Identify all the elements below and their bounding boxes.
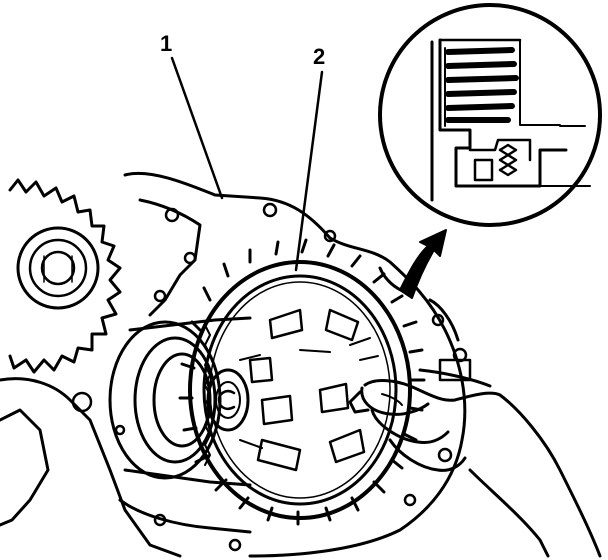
- clutch-drum: [108, 316, 252, 487]
- center-hub: [206, 354, 263, 449]
- callout-leaders: [170, 56, 324, 272]
- callout-1: 1: [160, 31, 173, 56]
- transmission-case: [0, 171, 472, 558]
- inset-detail: [378, 3, 602, 227]
- case-bolt-holes: [71, 202, 468, 552]
- curved-arrow: [399, 229, 447, 299]
- clutch-plate: [178, 238, 426, 526]
- left-gear: [8, 178, 122, 374]
- hand: [348, 368, 602, 558]
- callout-2: 2: [313, 44, 326, 69]
